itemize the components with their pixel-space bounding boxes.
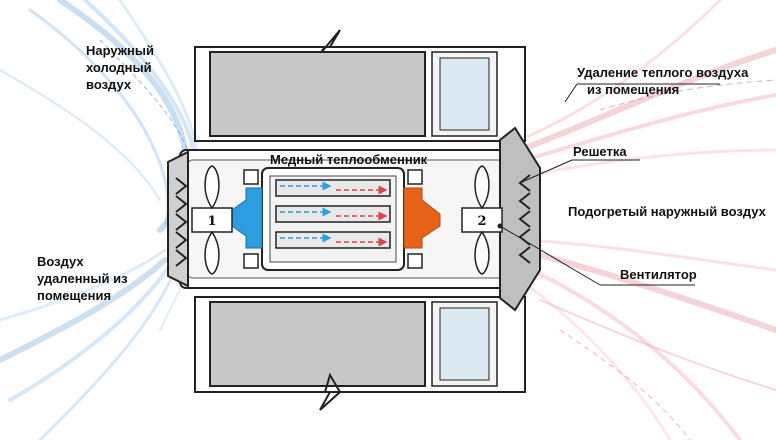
- outside-cold-air-line-1: Наружный: [86, 43, 154, 58]
- outside-cold-air-label: Наружный холодный воздух: [86, 42, 154, 93]
- leader-lines: [497, 83, 720, 286]
- exhaust-air-label: Воздух удаленный из помещения: [37, 253, 128, 304]
- exhaust-air-line-3: помещения: [37, 288, 112, 303]
- lower-wall: [194, 296, 526, 411]
- right-grille: [518, 174, 531, 264]
- fan-2-number: 2: [477, 214, 486, 229]
- left-grille: [175, 177, 188, 267]
- outside-cold-air-line-2: холодный: [86, 60, 152, 75]
- fan-2: [461, 165, 503, 275]
- warm-air-streams: [517, 0, 776, 440]
- grille-label: Решетка: [573, 144, 627, 159]
- exhaust-air-line-1: Воздух: [37, 254, 84, 269]
- heated-outside-air-label: Подогретый наружный воздух: [568, 204, 766, 219]
- upper-wall: [194, 29, 526, 142]
- warm-air-removal-line-1: Удаление теплого воздуха: [577, 65, 749, 80]
- fan-label: Вентилятор: [620, 267, 697, 282]
- warm-flow-arrow: [403, 187, 441, 249]
- outside-cold-air-line-3: воздух: [86, 77, 132, 92]
- warm-air-removal-label: Удаление теплого воздуха из помещения: [577, 64, 748, 98]
- fan-1: [191, 165, 233, 275]
- connector-blocks: [243, 169, 423, 269]
- warm-air-removal-line-2: из помещения: [587, 82, 680, 97]
- fan-1-number: 1: [207, 214, 216, 229]
- exchanger-tubes: [275, 179, 391, 249]
- copper-exchanger-label: Медный теплообменник: [270, 152, 428, 167]
- exhaust-air-line-2: удаленный из: [37, 271, 128, 286]
